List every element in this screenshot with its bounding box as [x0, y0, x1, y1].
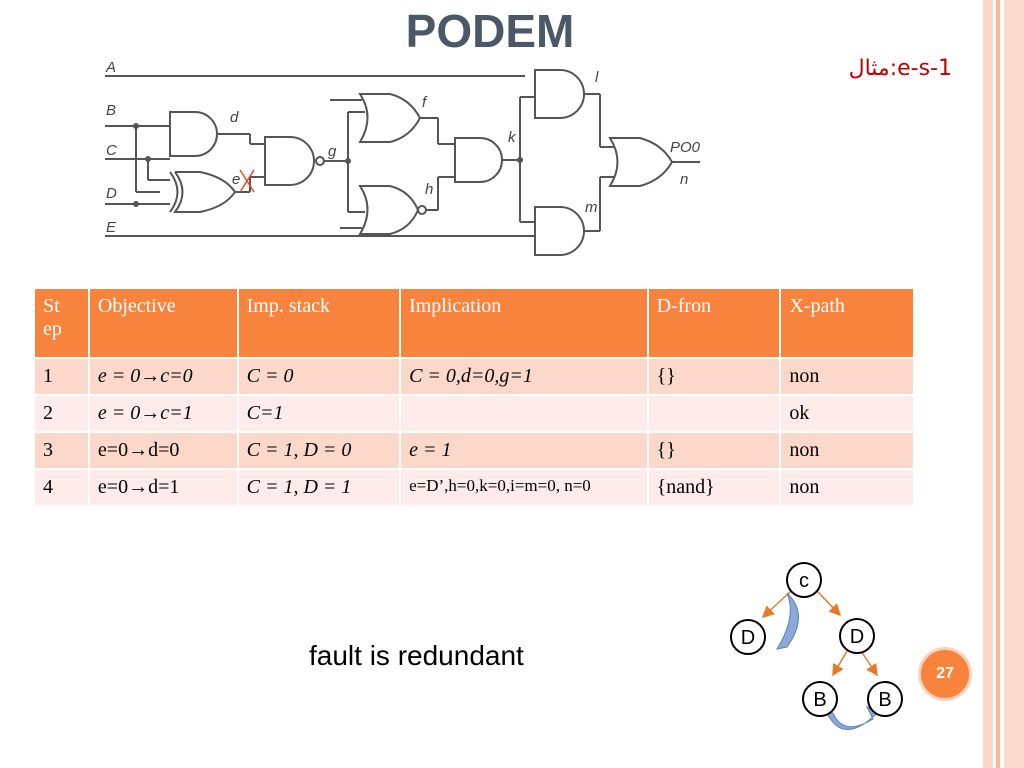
- header-imp-stack: Imp. stack: [236, 287, 402, 359]
- cell-objective: e=0→d=1: [87, 468, 239, 507]
- tree-node-b-right: B: [878, 689, 891, 711]
- net-label-f: f: [422, 94, 428, 111]
- cell-step: 2: [33, 394, 90, 433]
- net-label-d: d: [230, 109, 239, 126]
- decision-tree: c D D B B: [730, 562, 903, 730]
- cell-imp-stack: C = 0: [236, 357, 402, 396]
- circuit-diagram: A B C D E d e f g h k l m PO0 n: [105, 59, 701, 256]
- example-label: مثال:e-s-1: [848, 56, 952, 81]
- table-row: 2 e = 0→c=1 C=1 ok: [33, 394, 915, 433]
- podem-steps-table: St ep Objective Imp. stack Implication D…: [33, 287, 915, 507]
- cell-implication: [399, 394, 649, 433]
- cell-implication: e=D’,h=0,k=0,i=m=0, n=0: [399, 468, 649, 507]
- net-label-l: l: [595, 69, 599, 86]
- cell-x-path: non: [779, 357, 915, 396]
- cell-step: 1: [33, 357, 90, 396]
- input-label-e: E: [106, 219, 117, 236]
- tree-node-root: c: [799, 570, 809, 592]
- backtrack-arrow: [775, 592, 799, 650]
- net-label-k: k: [508, 129, 517, 146]
- input-label-b: B: [106, 102, 116, 119]
- cell-implication: e = 1: [399, 431, 649, 470]
- cell-x-path: non: [779, 431, 915, 470]
- header-implication: Implication: [399, 287, 649, 359]
- tree-node-left: D: [741, 627, 755, 649]
- header-d-frontier: D-fron: [646, 287, 782, 359]
- cell-x-path: non: [779, 468, 915, 507]
- cell-objective: e = 0→c=1: [87, 394, 239, 433]
- output-label: PO0: [670, 139, 701, 156]
- input-label-c: C: [106, 142, 117, 159]
- decor-stripe: [983, 0, 993, 768]
- table-row: 3 e=0→d=0 C = 1, D = 0 e = 1 {} non: [33, 431, 915, 470]
- cell-x-path: ok: [779, 394, 915, 433]
- table-row: 4 e=0→d=1 C = 1, D = 1 e=D’,h=0,k=0,i=m=…: [33, 468, 915, 507]
- header-step: St ep: [33, 287, 90, 359]
- output-net-label: n: [680, 171, 688, 188]
- tree-node-b-left: B: [813, 689, 826, 711]
- input-label-d: D: [106, 185, 117, 202]
- decor-stripe: [1004, 0, 1024, 768]
- cell-imp-stack: C = 1, D = 1: [236, 468, 402, 507]
- cell-d-frontier: [646, 394, 782, 433]
- cell-d-frontier: {}: [646, 357, 782, 396]
- conclusion-text: fault is redundant: [309, 640, 524, 671]
- net-label-e: e: [232, 171, 240, 188]
- header-x-path: X-path: [779, 287, 915, 359]
- cell-objective: e = 0→c=0: [87, 357, 239, 396]
- net-label-g: g: [328, 143, 337, 160]
- net-label-h: h: [425, 181, 433, 198]
- page-number-badge: 27: [918, 647, 972, 701]
- input-label-a: A: [105, 59, 116, 76]
- net-label-m: m: [585, 199, 598, 216]
- backtrack-arrow: [826, 705, 879, 730]
- tree-node-right: D: [850, 626, 864, 648]
- cell-step: 4: [33, 468, 90, 507]
- table-row: 1 e = 0→c=0 C = 0 C = 0,d=0,g=1 {} non: [33, 357, 915, 396]
- decor-stripe: [996, 0, 1000, 768]
- cell-step: 3: [33, 431, 90, 470]
- cell-imp-stack: C = 1, D = 0: [236, 431, 402, 470]
- cell-d-frontier: {nand}: [646, 468, 782, 507]
- cell-d-frontier: {}: [646, 431, 782, 470]
- slide-title: PODEM: [405, 5, 575, 57]
- cell-objective: e=0→d=0: [87, 431, 239, 470]
- cell-imp-stack: C=1: [236, 394, 402, 433]
- table-header-row: St ep Objective Imp. stack Implication D…: [33, 287, 915, 359]
- header-objective: Objective: [87, 287, 239, 359]
- fault-marker: [239, 169, 255, 193]
- cell-implication: C = 0,d=0,g=1: [399, 357, 649, 396]
